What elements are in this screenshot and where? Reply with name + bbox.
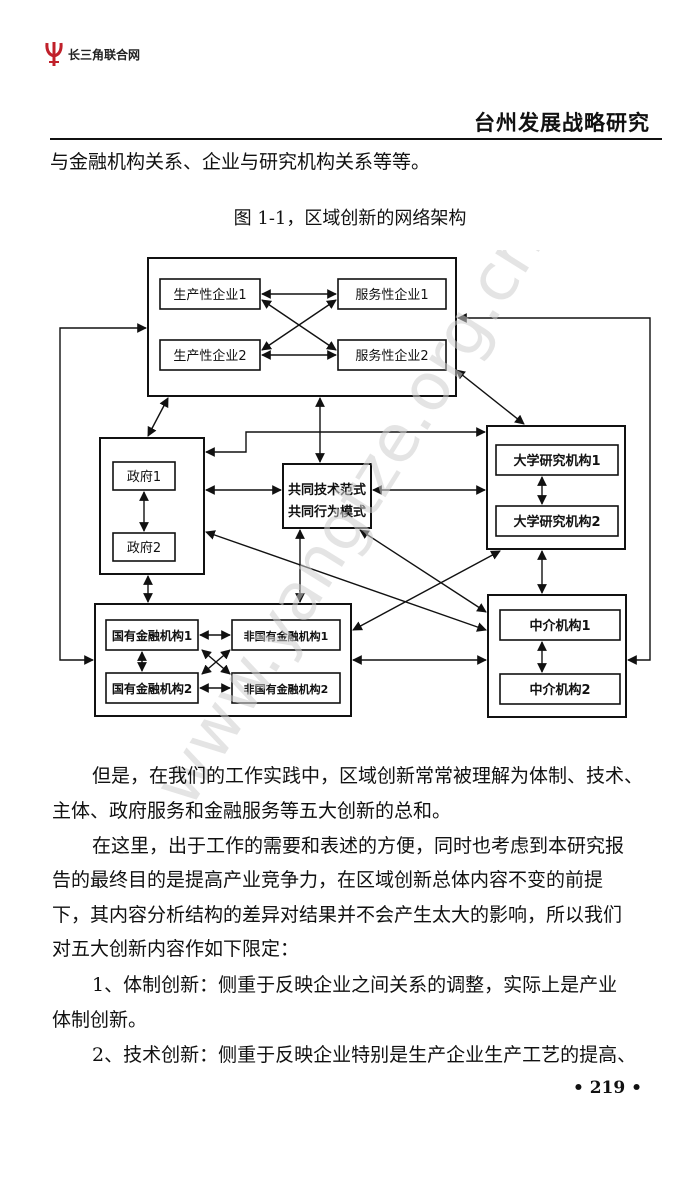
header-rule <box>50 138 662 140</box>
label-common-behavior: 共同行为模式 <box>288 504 366 520</box>
label-producer-2: 生产性企业2 <box>173 348 246 364</box>
label-producer-1: 生产性企业1 <box>173 287 246 303</box>
label-university-2: 大学研究机构2 <box>513 514 600 530</box>
box-producer-1 <box>159 278 261 310</box>
label-common-paradigm: 共同技术范式 <box>288 482 366 498</box>
paragraph-line: 下，其内容分析结构的差异对结果并不会产生太大的影响，所以我们 <box>52 904 623 926</box>
paragraph-line: 主体、政府服务和金融服务等五大创新的总和。 <box>52 800 452 822</box>
paragraph-line: 体制创新。 <box>52 1009 148 1031</box>
box-service-2 <box>337 339 447 371</box>
paragraph-line: 1、体制创新：侧重于反映企业之间关系的调整，实际上是产业 <box>92 974 618 996</box>
logo-text: 长三角联合网 <box>68 48 141 62</box>
intermediary-group-box <box>487 594 627 718</box>
intro-text: 与金融机构关系、企业与研究机构关系等等。 <box>50 151 431 173</box>
network-diagram: 生产性企业1 服务性企业1 生产性企业2 服务性企业2 政府1 政府2 共同技术… <box>59 257 651 718</box>
label-intermediary-2: 中介机构2 <box>529 682 590 698</box>
box-producer-2 <box>159 339 261 371</box>
label-service-1: 服务性企业1 <box>355 287 428 303</box>
label-university-1: 大学研究机构1 <box>513 453 600 469</box>
paragraph-line: 对五大创新内容作如下限定： <box>52 938 300 960</box>
label-intermediary-1: 中介机构1 <box>529 618 590 634</box>
paragraph-line: 告的最终目的是提高产业竞争力，在区域创新总体内容不变的前提 <box>52 869 604 891</box>
label-government-1: 政府1 <box>127 470 161 485</box>
figure-caption: 图 1-1，区域创新的网络架构 <box>233 208 467 229</box>
running-header-title: 台州发展战略研究 <box>474 111 650 135</box>
label-nonstate-finance-2: 非国有金融机构2 <box>244 682 329 696</box>
label-government-2: 政府2 <box>127 541 161 556</box>
common-paradigm-box <box>282 463 372 529</box>
box-nonstate-finance-2 <box>231 672 341 704</box>
box-service-1 <box>337 278 447 310</box>
label-state-finance-1: 国有金融机构1 <box>112 628 192 643</box>
paragraph-line: 在这里，出于工作的需要和表述的方便，同时也考虑到本研究报 <box>92 835 625 857</box>
label-nonstate-finance-1: 非国有金融机构1 <box>244 629 329 643</box>
box-state-finance-2 <box>105 672 199 704</box>
paragraph-line: 但是，在我们的工作实践中，区域创新常常被理解为体制、技术、 <box>92 765 644 787</box>
logo-icon <box>45 42 63 66</box>
enterprise-group-box <box>147 257 457 397</box>
box-intermediary-2 <box>499 673 621 705</box>
label-service-2: 服务性企业2 <box>355 348 428 364</box>
label-state-finance-2: 国有金融机构2 <box>112 681 192 696</box>
page-number: • 219 • <box>572 1078 642 1098</box>
paragraph-line: 2、技术创新：侧重于反映企业特别是生产企业生产工艺的提高、 <box>92 1044 637 1066</box>
